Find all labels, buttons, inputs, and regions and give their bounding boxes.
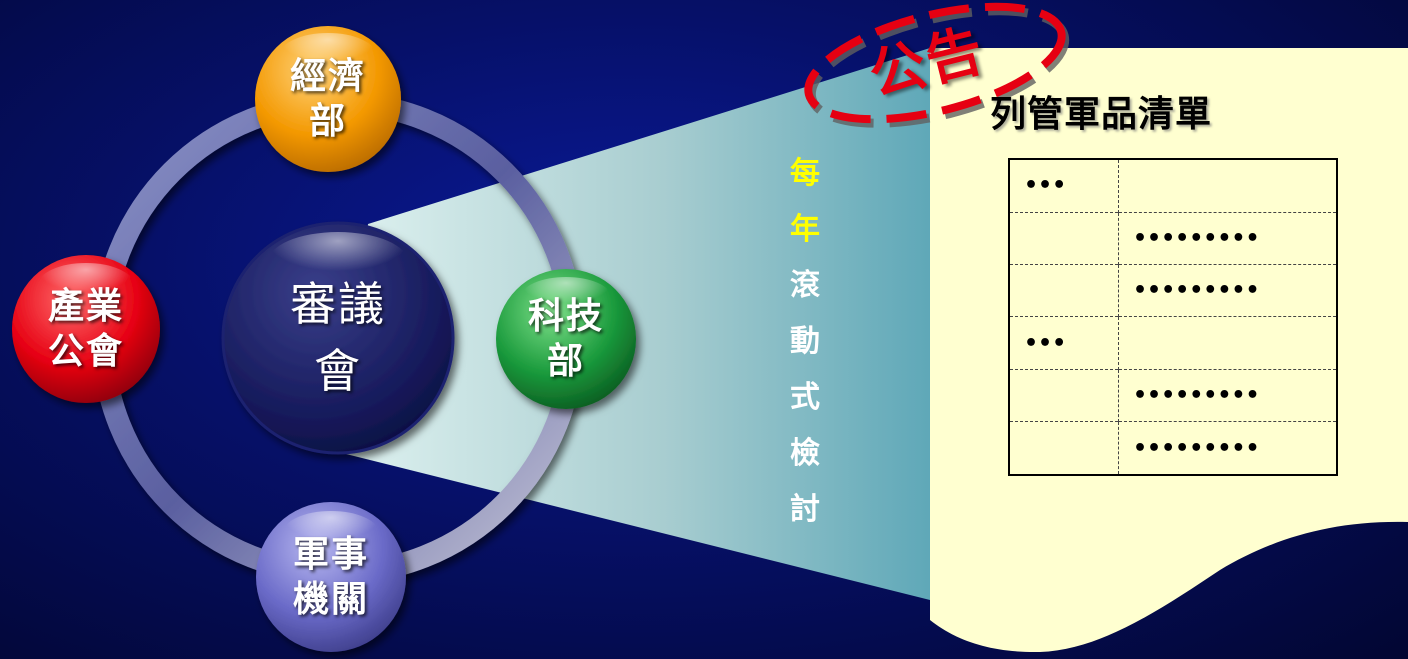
industry-label: 產業 公會 xyxy=(16,268,156,390)
science-label-line2: 部 xyxy=(546,340,585,382)
table-cell: ••••••••• xyxy=(1118,368,1337,422)
stamp-ellipse-red xyxy=(804,2,1066,124)
economy-label-line2: 部 xyxy=(308,100,347,142)
table-cell: ••••••••• xyxy=(1118,263,1337,317)
table-cell xyxy=(1009,263,1119,317)
list-title: 列管軍品清單 xyxy=(990,93,1213,135)
table-row: ••••••••• xyxy=(1009,211,1337,265)
table-row: ••• xyxy=(1009,159,1337,212)
review-char: 年 xyxy=(790,212,820,247)
node-military xyxy=(256,502,406,652)
table-cell xyxy=(1119,159,1338,212)
table-cell: ••• xyxy=(1009,316,1119,370)
review-char: 動 xyxy=(790,324,820,359)
military-label: 軍事 機關 xyxy=(261,515,401,639)
node-industry xyxy=(12,255,160,403)
council-circle xyxy=(221,221,455,455)
table-cell xyxy=(1009,368,1119,422)
table-cell: ••• xyxy=(1009,159,1119,212)
industry-label-line2: 公會 xyxy=(47,330,124,372)
review-char: 滾 xyxy=(790,268,820,303)
table-row: ••••••••• xyxy=(1009,263,1337,317)
table-cell xyxy=(1009,421,1119,475)
table-cell: ••••••••• xyxy=(1118,421,1337,475)
table-row: ••••••••• xyxy=(1009,368,1337,422)
industry-label-line1: 產業 xyxy=(47,285,124,327)
controlled-items-table: ••••••••••••••••••••••••••••••••••••••••… xyxy=(1008,158,1338,476)
table-cell xyxy=(1118,316,1337,370)
review-char: 檢 xyxy=(790,436,820,471)
economy-label-line1: 經濟 xyxy=(289,55,366,97)
council-label-line2: 會 xyxy=(314,344,362,398)
annual-rolling-review-text: 每年滾動式檢討 xyxy=(785,146,825,538)
table-cell xyxy=(1009,211,1119,265)
review-char: 式 xyxy=(790,380,820,415)
node-economy xyxy=(255,26,401,172)
council-label: 審議 會 xyxy=(238,253,438,423)
table-cell: ••••••••• xyxy=(1118,211,1337,265)
science-label: 科技 部 xyxy=(496,280,636,398)
military-label-line2: 機關 xyxy=(292,578,369,620)
council-label-line1: 審議 xyxy=(290,277,386,332)
review-char: 討 xyxy=(790,492,820,527)
table-row: ••• xyxy=(1009,316,1337,370)
review-char: 每 xyxy=(790,156,820,191)
node-science xyxy=(496,269,636,409)
economy-label: 經濟 部 xyxy=(258,38,398,160)
table-row: ••••••••• xyxy=(1009,421,1337,475)
science-label-line1: 科技 xyxy=(527,295,604,337)
military-label-line1: 軍事 xyxy=(292,533,369,575)
